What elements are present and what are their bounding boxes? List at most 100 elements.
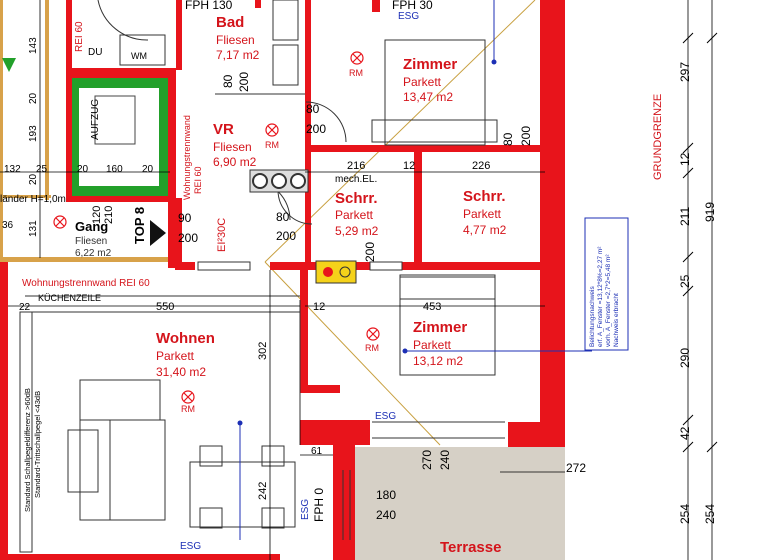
right-dim-42: 42: [678, 426, 692, 440]
schrr1-material: Parkett: [335, 208, 374, 222]
wohnen-material: Parkett: [156, 349, 195, 363]
bad-area: 7,17 m2: [216, 48, 260, 62]
right-dim-290: 290: [678, 348, 692, 368]
bad-material: Fliesen: [216, 33, 255, 47]
left-dim-143: 143: [28, 37, 39, 54]
wood-walls: [0, 0, 175, 262]
schrr2-area: 4,77 m2: [463, 223, 507, 237]
dim-270: 270: [420, 450, 434, 470]
dim-180: 180: [376, 488, 396, 502]
right-dim-254b: 254: [703, 504, 717, 524]
wohnungstrennwand-vertical: Wohnungstrennwand: [182, 115, 192, 200]
schrr1-name: Schrr.: [335, 190, 378, 207]
rm-label-4: RM: [181, 404, 195, 414]
rm-label-1: RM: [349, 68, 363, 78]
rei60-vertical-label: REI 60: [74, 21, 85, 52]
rm-label-3: RM: [365, 343, 379, 353]
gang-name: Gang: [75, 219, 108, 234]
left-dim-36: 36: [2, 220, 14, 231]
h-dim-160: 160: [106, 164, 123, 175]
schallpegel-line-1: Standard Schallpegeldifferenz >60dB: [23, 388, 32, 512]
right-dim-297: 297: [678, 62, 692, 82]
dim-90: 90: [178, 211, 192, 225]
fph0-label: FPH 0: [312, 488, 326, 522]
dim-80-schrr: 80: [276, 210, 290, 224]
dimension-ticks: [682, 32, 718, 453]
dim-61: 61: [311, 446, 323, 457]
h-dim-22: 22: [19, 302, 31, 313]
dim-12a: 12: [403, 160, 415, 172]
esg-vertical-label: ESG: [300, 499, 311, 520]
left-dim-20a: 20: [28, 92, 39, 104]
bad-name: Bad: [216, 14, 244, 31]
ventilation-lines: [239, 0, 629, 540]
dim-226: 226: [472, 160, 490, 172]
exit-arrow: [2, 58, 16, 72]
schallpegel-line-2: Standard-Trittschallpegel <43dB: [33, 391, 42, 498]
gelaender-label: länder H=1,0m: [0, 194, 66, 205]
dim-80-vr: 80: [306, 102, 320, 116]
schrr1-area: 5,29 m2: [335, 224, 379, 238]
terrace-floor: [355, 447, 565, 560]
note-line-3: vorh. A_Fenster =2,7*2=5,48 m²: [605, 254, 612, 347]
gang-material: Fliesen: [75, 236, 107, 247]
dim-200-gang: 200: [178, 231, 198, 245]
schrr2-name: Schrr.: [463, 188, 506, 205]
wohnen-area: 31,40 m2: [156, 365, 206, 379]
wohnungstrennwand-label: Wohnungstrennwand REI 60: [22, 278, 150, 289]
vr-name: VR: [213, 121, 234, 138]
door-openings: [197, 261, 403, 271]
h-dim-25: 25: [36, 164, 48, 175]
esg-middle-label: ESG: [375, 411, 396, 422]
right-dim-254a: 254: [678, 504, 692, 524]
dim-216: 216: [347, 160, 365, 172]
note-line-2: erf. A_Fenster =13,12*8%=2,27 m²: [597, 246, 604, 347]
zimmer1-name: Zimmer: [403, 56, 457, 73]
dim-200-bad: 200: [237, 72, 251, 92]
interior-lines: [19, 0, 505, 553]
dim-12b: 12: [313, 301, 325, 313]
mech-el-unit: [249, 169, 309, 193]
h-dim-20a: 20: [77, 164, 89, 175]
dim-210: 210: [103, 206, 115, 224]
dim-240b: 240: [376, 508, 396, 522]
zimmer2-area: 13,12 m2: [413, 354, 463, 368]
entrance-arrow: [150, 220, 166, 246]
h-dim-132: 132: [4, 164, 21, 175]
fph130-label: FPH 130: [185, 0, 233, 12]
note-line-4: Nachweis erbracht: [613, 293, 620, 347]
smoke-detectors: [53, 51, 380, 404]
dim-240a: 240: [438, 450, 452, 470]
grundgrenze-label: GRUNDGRENZE: [652, 94, 664, 180]
esg-bottom-label: ESG: [180, 541, 201, 552]
dim-80-z1: 80: [501, 132, 515, 146]
dimension-lines: [0, 0, 713, 560]
note-line-1: Belichtungsnachweis: [589, 286, 596, 347]
right-dim-211: 211: [678, 207, 692, 226]
dim-200-schrr: 200: [276, 229, 296, 243]
h-dim-20b: 20: [142, 164, 154, 175]
top8-label: TOP 8: [132, 207, 147, 244]
rei60-small-vertical: REI 60: [193, 166, 203, 194]
zimmer1-area: 13,47 m2: [403, 90, 453, 104]
wohnen-name: Wohnen: [156, 330, 215, 347]
schrr2-material: Parkett: [463, 207, 502, 221]
vr-area: 6,90 m2: [213, 155, 257, 169]
gang-area: 6,22 m2: [75, 248, 112, 259]
dim-272: 272: [566, 461, 586, 475]
aufzug-label: AUFZUG: [90, 99, 101, 140]
left-dim-20b: 20: [28, 173, 39, 185]
dim-200-s1: 200: [363, 242, 377, 262]
right-dim-12: 12: [678, 152, 692, 166]
ei30c-label: EI²30C: [216, 218, 228, 252]
dim-80-bad: 80: [221, 74, 235, 88]
dim-242: 242: [257, 482, 269, 500]
right-dim-25: 25: [678, 274, 692, 288]
right-dim-919: 919: [703, 202, 717, 222]
fph30-label: FPH 30: [392, 0, 433, 12]
rm-label-2: RM: [265, 140, 279, 150]
dim-453: 453: [423, 301, 441, 313]
dim-550: 550: [156, 301, 174, 313]
terrasse-name: Terrasse: [440, 539, 501, 556]
esg-top-label: ESG: [398, 11, 419, 22]
